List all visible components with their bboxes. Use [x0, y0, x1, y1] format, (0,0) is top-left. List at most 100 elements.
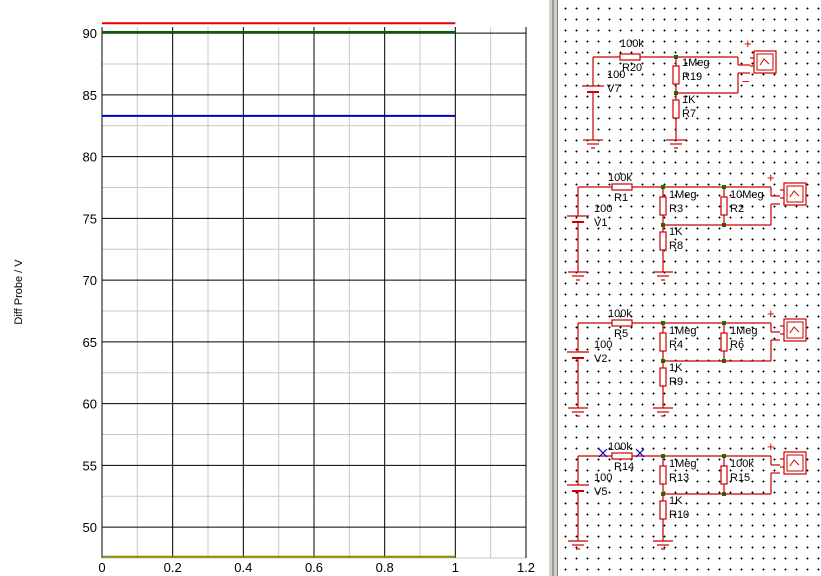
battery-icon[interactable]: [567, 351, 589, 359]
upper-resistor-value: 1Meg: [682, 57, 710, 69]
shunt-resistor-name: R6: [730, 339, 744, 351]
shunt-resistor-value: 100k: [730, 458, 754, 470]
upper-resistor-value: 1Meg: [669, 325, 697, 337]
series-resistor-name: R14: [614, 461, 634, 473]
resistor-r19[interactable]: [672, 65, 680, 85]
lower-resistor-value: 1K: [669, 362, 683, 374]
shunt-resistor-value: 1Meg: [730, 325, 758, 337]
resistor-r1[interactable]: [611, 183, 633, 191]
battery-icon[interactable]: [582, 85, 604, 93]
x-tick-label: 1.2: [517, 560, 535, 575]
upper-resistor-name: R13: [669, 472, 689, 484]
x-tick-label: 1: [452, 560, 459, 575]
ground-icon: [568, 540, 588, 550]
resistor-r20[interactable]: [619, 53, 641, 61]
source-name: V1: [594, 217, 607, 229]
ground-icon: [653, 271, 673, 281]
probe-icon[interactable]: [780, 182, 807, 206]
ground-icon: [568, 407, 588, 417]
fault-marker-icon: [598, 448, 608, 458]
source-value: 100: [594, 472, 612, 484]
upper-resistor-name: R4: [669, 339, 683, 351]
upper-resistor-value: 1Meg: [669, 458, 697, 470]
shunt-resistor-value: 10Meg: [730, 189, 764, 201]
resistor-r15[interactable]: [720, 465, 728, 485]
shunt-resistor-name: R15: [730, 472, 750, 484]
y-tick-label: 50: [83, 520, 97, 535]
ground-icon: [583, 139, 603, 149]
battery-icon[interactable]: [567, 215, 589, 223]
probe-icon[interactable]: [750, 50, 777, 74]
y-tick-label: 75: [83, 211, 97, 226]
upper-resistor-name: R3: [669, 203, 683, 215]
lower-resistor-name: R7: [682, 108, 696, 120]
series-resistor-name: R20: [622, 62, 642, 74]
series-resistor-value: 100k: [608, 441, 632, 453]
series-resistor-value: 100k: [620, 38, 644, 50]
probe-plus-sign: +: [744, 36, 752, 51]
resistor-r7[interactable]: [672, 99, 680, 119]
battery-icon[interactable]: [567, 484, 589, 492]
lower-resistor-name: R10: [669, 509, 689, 521]
shunt-resistor-name: R2: [730, 203, 744, 215]
resistor-r14[interactable]: [611, 452, 633, 460]
ground-icon: [666, 139, 686, 149]
ground-icon: [653, 407, 673, 417]
major-grid: [101, 27, 527, 558]
series-resistor-name: R5: [614, 328, 628, 340]
series-resistor-value: 100k: [608, 308, 632, 320]
resistor-r5[interactable]: [611, 319, 633, 327]
lower-resistor-value: 1K: [669, 226, 683, 238]
upper-resistor-value: 1Meg: [669, 189, 697, 201]
lower-resistor-name: R8: [669, 240, 683, 252]
y-tick-label: 85: [83, 88, 97, 103]
probe-plus-sign: +: [767, 439, 775, 454]
source-name: V7: [607, 83, 620, 95]
x-tick-label: 0.4: [234, 560, 252, 575]
resistor-r3[interactable]: [659, 196, 667, 216]
y-tick-label: 80: [83, 150, 97, 165]
source-name: V2: [594, 353, 607, 365]
x-tick-label: 0.2: [164, 560, 182, 575]
series-resistor-name: R1: [614, 192, 628, 204]
pane-splitter[interactable]: [548, 0, 558, 576]
y-tick-label: 65: [83, 335, 97, 350]
resistor-r8[interactable]: [659, 231, 667, 251]
ground-icon: [568, 271, 588, 281]
resistor-r2[interactable]: [720, 196, 728, 216]
x-tick-label: 0.6: [305, 560, 323, 575]
probe-minus-sign: −: [742, 74, 750, 89]
source-value: 100: [594, 339, 612, 351]
y-tick-label: 90: [83, 26, 97, 41]
fault-marker-icon: [635, 448, 645, 458]
y-axis-label: Diff Probe / V: [13, 259, 25, 325]
series-resistor-value: 100k: [608, 172, 632, 184]
resistor-r9[interactable]: [659, 367, 667, 387]
series-layer: [102, 22, 456, 558]
resistor-r4[interactable]: [659, 332, 667, 352]
x-tick-label: 0: [98, 560, 105, 575]
x-tick-label: 0.8: [376, 560, 394, 575]
resistor-r6[interactable]: [720, 332, 728, 352]
y-tick-label: 60: [83, 397, 97, 412]
resistor-r10[interactable]: [659, 500, 667, 520]
probe-icon[interactable]: [780, 451, 807, 475]
lower-resistor-value: 1K: [669, 495, 683, 507]
y-tick-label: 70: [83, 273, 97, 288]
upper-resistor-name: R19: [682, 71, 702, 83]
probe-icon[interactable]: [780, 318, 807, 342]
lower-resistor-value: 1K: [682, 94, 696, 106]
lower-resistor-name: R9: [669, 376, 683, 388]
resistor-r13[interactable]: [659, 465, 667, 485]
source-value: 100: [594, 203, 612, 215]
x-tick-labels: 0 0.2 0.4 0.6 0.8 1 1.2: [98, 560, 535, 575]
